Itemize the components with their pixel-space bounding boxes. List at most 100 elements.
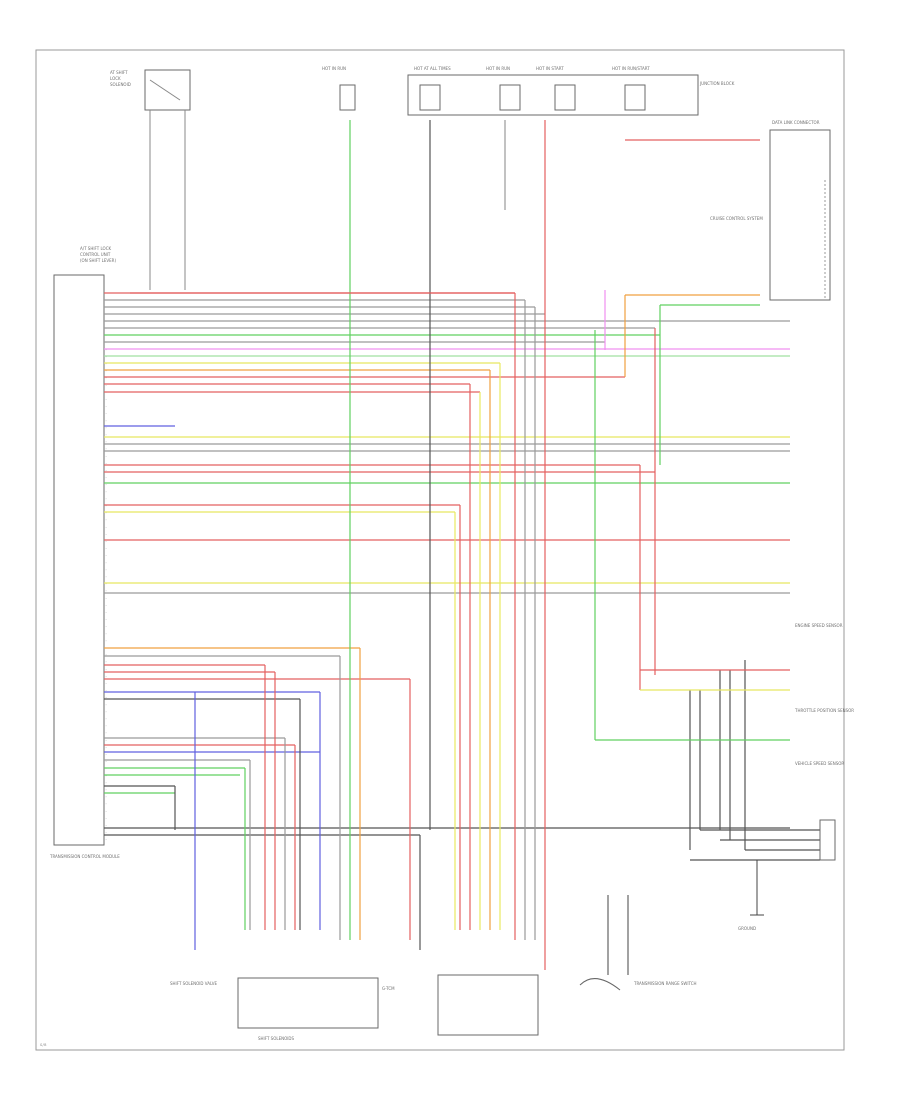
- pin-number: ·: [105, 717, 107, 721]
- pin-number: ·: [105, 703, 107, 707]
- label-hot-in-run: HOT IN RUN: [486, 66, 510, 71]
- label-hot-in-run-2: HOT IN RUN: [322, 66, 346, 71]
- pin-number: ·: [105, 653, 107, 657]
- pin-number: ·: [105, 682, 107, 686]
- pin-number: ·: [105, 447, 107, 451]
- pin-number: ·: [105, 398, 107, 402]
- svg-text:LOCK: LOCK: [110, 76, 121, 81]
- label-junction-block: JUNCTION BLOCK: [699, 81, 735, 86]
- pin-number: ·: [105, 596, 107, 600]
- pin-number: ·: [105, 568, 107, 572]
- pin-number: ·: [105, 660, 107, 664]
- pin-number: ·: [105, 476, 107, 480]
- data-link-connector: DATA LINK CONNECTOR: [769, 120, 831, 301]
- pin-number: ·: [105, 774, 107, 778]
- pin-number: ·: [105, 767, 107, 771]
- label-hot-in-run-start: HOT IN RUN/START: [612, 66, 650, 71]
- pin-number: ·: [105, 639, 107, 643]
- pin-number: ·: [105, 831, 107, 835]
- tcm-pins: · · · · · · · · · · · · · · · · · · · · · · · · · · · · · · · · · · · · · · · ·…: [105, 291, 107, 842]
- pin-number: ·: [105, 795, 107, 799]
- svg-text:CONTROL UNIT: CONTROL UNIT: [80, 252, 111, 257]
- pin-number: ·: [105, 674, 107, 678]
- pin-number: ·: [105, 745, 107, 749]
- label-tcm: TRANSMISSION CONTROL MODULE: [49, 854, 120, 859]
- pin-number: ·: [105, 561, 107, 565]
- pin-number: ·: [105, 618, 107, 622]
- label-cruise: CRUISE CONTROL SYSTEM: [710, 216, 763, 221]
- ignition-switch-area: AT SHIFT LOCK SOLENOID A/T SHIFT LOCK CO…: [80, 69, 191, 290]
- pin-number: ·: [105, 632, 107, 636]
- pin-number: ·: [105, 511, 107, 515]
- diagram-frame: [35, 49, 845, 1051]
- pin-number: ·: [105, 696, 107, 700]
- pin-number: ·: [105, 575, 107, 579]
- pin-number: ·: [105, 341, 107, 345]
- label-ground: GROUND: [738, 926, 756, 931]
- pin-number: ·: [105, 369, 107, 373]
- transmission-range-switch: G-TCM: [382, 974, 539, 1036]
- pin-number: ·: [105, 802, 107, 806]
- label-g-tcm: G-TCM: [382, 986, 395, 991]
- pin-number: ·: [105, 760, 107, 764]
- tcm-harness: [104, 292, 790, 836]
- pin-number: ·: [105, 689, 107, 693]
- pin-number: ·: [105, 504, 107, 508]
- pin-number: ·: [105, 518, 107, 522]
- pin-number: ·: [105, 525, 107, 529]
- label-data-link: DATA LINK CONNECTOR: [772, 120, 820, 125]
- svg-text:G/B: G/B: [40, 1043, 46, 1047]
- pin-number: ·: [105, 824, 107, 828]
- pin-number: ·: [105, 738, 107, 742]
- pin-number: ·: [105, 838, 107, 842]
- pin-number: ·: [105, 589, 107, 593]
- label-transmission-range: TRANSMISSION RANGE SWITCH: [633, 981, 697, 986]
- pin-number: ·: [105, 816, 107, 820]
- pin-number: ·: [105, 461, 107, 465]
- pin-number: ·: [105, 540, 107, 544]
- label-shift-solenoids: SHIFT SOLENOIDS: [258, 1036, 295, 1041]
- pin-number: ·: [105, 547, 107, 551]
- svg-text:SOLENOID: SOLENOID: [110, 82, 131, 87]
- pin-number: ·: [105, 781, 107, 785]
- label-hot-at-all-times: HOT AT ALL TIMES: [414, 66, 451, 71]
- tcm-module: TRANSMISSION CONTROL MODULE: [49, 274, 120, 859]
- label-hot-in-start: HOT IN START: [536, 66, 564, 71]
- pin-number: ·: [105, 582, 107, 586]
- pin-number: ·: [105, 603, 107, 607]
- junction-block: HOT AT ALL TIMES HOT IN RUN HOT IN START…: [322, 66, 735, 116]
- pin-number: ·: [105, 376, 107, 380]
- pin-number: ·: [105, 483, 107, 487]
- pin-number: ·: [105, 454, 107, 458]
- pin-number: ·: [105, 490, 107, 494]
- pin-number: ·: [105, 362, 107, 366]
- right-sensors: ENGINE SPEED SENSOR THROTTLE POSITION SE…: [710, 216, 854, 931]
- svg-text:(ON SHIFT LEVER): (ON SHIFT LEVER): [80, 258, 116, 263]
- pin-number: ·: [105, 625, 107, 629]
- pin-number: ·: [105, 667, 107, 671]
- label-throttle: THROTTLE POSITION SENSOR: [794, 708, 854, 713]
- pin-number: ·: [105, 355, 107, 359]
- pin-number: ·: [105, 724, 107, 728]
- pin-number: ·: [105, 469, 107, 473]
- vertical-harness: [130, 120, 820, 970]
- pin-number: ·: [105, 611, 107, 615]
- pin-number: ·: [105, 809, 107, 813]
- pin-number: ·: [105, 405, 107, 409]
- label-engine-speed: ENGINE SPEED SENSOR: [795, 623, 843, 628]
- vehicle-speed-sensor-bottom: TRANSMISSION RANGE SWITCH: [579, 895, 697, 991]
- pin-number: ·: [105, 440, 107, 444]
- pin-number: ·: [105, 348, 107, 352]
- pin-number: ·: [105, 753, 107, 757]
- pin-number: ·: [105, 383, 107, 387]
- label-vss: VEHICLE SPEED SENSOR: [795, 761, 844, 766]
- pin-number: ·: [105, 412, 107, 416]
- pin-number: ·: [105, 731, 107, 735]
- svg-text:AT SHIFT: AT SHIFT: [110, 70, 128, 75]
- pin-number: ·: [105, 433, 107, 437]
- pin-number: ·: [105, 532, 107, 536]
- pin-number: ·: [105, 497, 107, 501]
- pin-number: ·: [105, 419, 107, 423]
- pin-number: ·: [105, 426, 107, 430]
